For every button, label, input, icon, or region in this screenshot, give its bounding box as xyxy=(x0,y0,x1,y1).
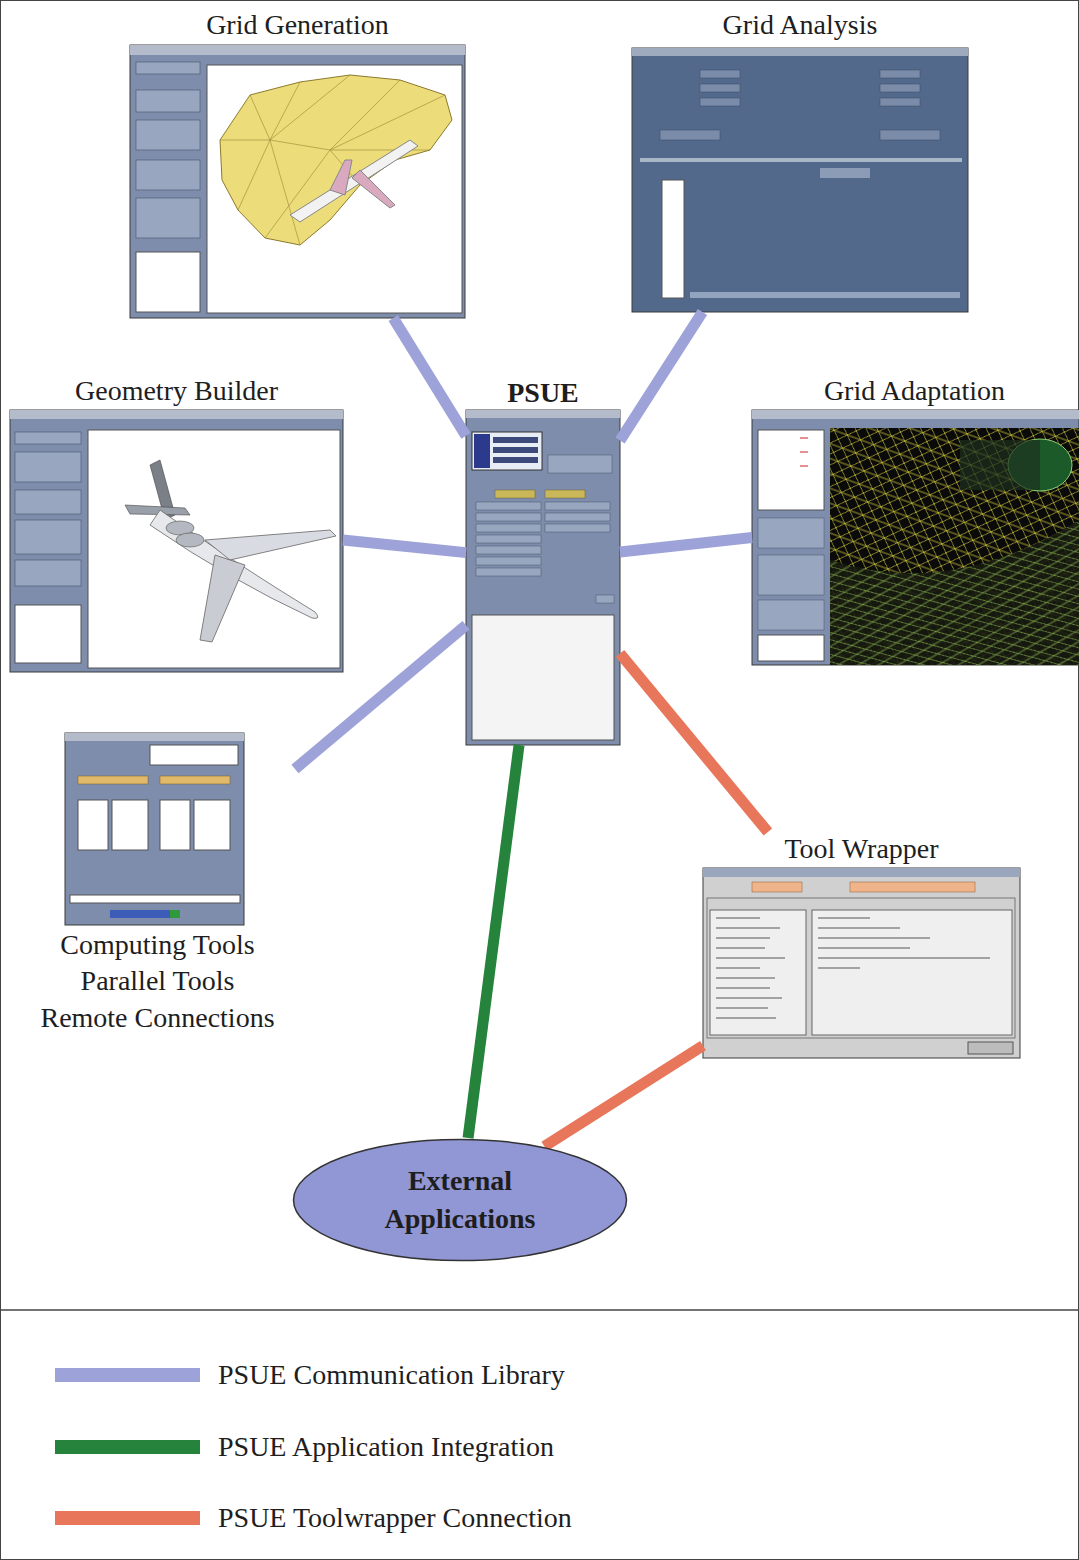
connector-line xyxy=(468,745,519,1138)
grid-generation-screenshot xyxy=(130,45,465,318)
tool-wrapper-screenshot xyxy=(703,868,1020,1058)
node-label: Grid Analysis xyxy=(723,8,878,42)
tool-panel: Tool Wrapper xyxy=(703,832,1020,1058)
node-label: PSUE xyxy=(507,376,579,410)
legend-label: PSUE Application Integration xyxy=(218,1430,554,1464)
legend-label: PSUE Toolwrapper Connection xyxy=(218,1501,572,1535)
legend-row: PSUE Toolwrapper Connection xyxy=(55,1501,572,1535)
node-label: Parallel Tools xyxy=(81,963,235,1000)
legend-swatch xyxy=(55,1511,200,1525)
tool-panel: Computing ToolsParallel ToolsRemote Conn… xyxy=(20,733,295,1036)
legend-row: PSUE Communication Library xyxy=(55,1358,565,1392)
connector-line xyxy=(620,653,768,832)
node-label: External Applications xyxy=(360,1162,560,1238)
connector-line xyxy=(393,318,466,436)
connector-line xyxy=(295,625,466,769)
ellipse-shape xyxy=(294,1140,627,1261)
geometry-builder-screenshot xyxy=(10,410,343,672)
psue-screenshot xyxy=(466,410,620,745)
legend-label: PSUE Communication Library xyxy=(218,1358,565,1392)
node-label: Remote Connections xyxy=(40,1000,274,1037)
legend-swatch xyxy=(55,1440,200,1454)
legend-swatch xyxy=(55,1368,200,1382)
connector-line xyxy=(620,537,752,552)
node-label: Grid Adaptation xyxy=(824,374,1005,408)
connector-line xyxy=(620,312,702,441)
hub-panel: PSUE xyxy=(466,376,620,745)
grid-analysis-screenshot xyxy=(632,48,968,312)
node-label: Grid Generation xyxy=(206,8,389,42)
legend-row: PSUE Application Integration xyxy=(55,1430,554,1464)
node-label: Geometry Builder xyxy=(75,374,278,408)
grid-adaptation-screenshot xyxy=(752,410,1079,665)
node-label: Computing Tools xyxy=(60,927,254,964)
computing-tools-screenshot xyxy=(65,733,244,925)
node-label: Tool Wrapper xyxy=(784,832,938,866)
external-ellipse: External Applications xyxy=(292,1138,628,1262)
tool-panel: Grid Generation xyxy=(130,8,465,318)
ellipse-outline xyxy=(292,1138,628,1262)
connector-line xyxy=(343,540,466,553)
tool-panel: Grid Adaptation xyxy=(752,374,1077,665)
tool-panel: Geometry Builder xyxy=(10,374,343,672)
tool-panel: Grid Analysis xyxy=(632,8,968,312)
connector-line xyxy=(544,1046,703,1147)
